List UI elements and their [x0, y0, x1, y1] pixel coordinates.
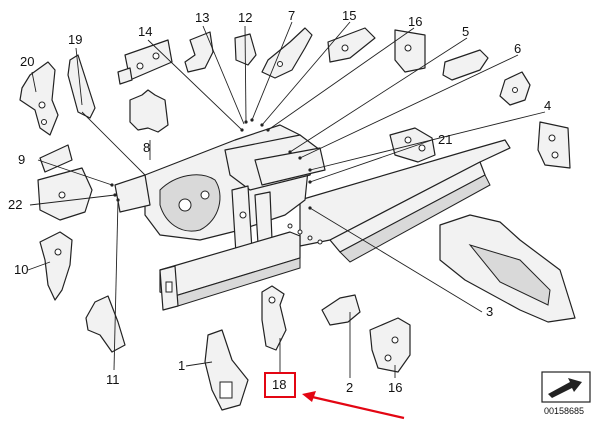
- highlight-arrow-head: [302, 391, 316, 402]
- label-10: 10: [14, 262, 28, 277]
- part-2-bracket: [321, 294, 361, 326]
- label-18: 18: [272, 377, 286, 392]
- label-9: 9: [18, 152, 25, 167]
- label-16-top: 16: [408, 14, 422, 29]
- part-16-bracket-top: [394, 29, 426, 73]
- drawing-code: 00158685: [544, 406, 584, 416]
- part-5-bracket: [442, 49, 489, 81]
- label-3: 3: [486, 304, 493, 319]
- direction-arrow-icon: [541, 371, 591, 403]
- label-13: 13: [195, 10, 209, 25]
- part-7-bracket: [261, 27, 313, 79]
- part-8-bracket: [129, 89, 169, 133]
- part-14-plate: [117, 39, 173, 85]
- part-number-labels: 20 19 14 13 12 7 15 16 5 6 4 21 8 9 22 1…: [8, 8, 551, 395]
- part-18-bracket: [261, 285, 287, 351]
- label-11: 11: [106, 372, 120, 387]
- part-4-plate: [537, 121, 571, 169]
- part-13-bracket: [184, 31, 214, 73]
- part-9-bracket: [39, 144, 73, 173]
- part-11-bracket: [85, 295, 126, 353]
- label-7: 7: [288, 8, 295, 23]
- label-19: 19: [68, 32, 82, 47]
- label-22: 22: [8, 197, 22, 212]
- label-4: 4: [544, 98, 551, 113]
- part-15-plate: [327, 27, 376, 63]
- part-1-bracket: [204, 329, 249, 411]
- part-6-mount: [499, 71, 531, 106]
- label-1: 1: [178, 358, 185, 373]
- part-19-strut: [67, 54, 96, 119]
- highlight-box: [264, 372, 296, 398]
- label-5: 5: [462, 24, 469, 39]
- label-6: 6: [514, 41, 521, 56]
- part-16-bracket-bottom: [369, 317, 411, 373]
- part-20-bracket: [19, 61, 59, 136]
- part-3-panel: [439, 214, 576, 323]
- part-10-mount: [39, 231, 73, 301]
- part-22-bracket: [37, 167, 93, 221]
- front-structure-assembly: [114, 124, 511, 311]
- label-20: 20: [20, 54, 34, 69]
- label-8: 8: [143, 140, 150, 155]
- label-15: 15: [342, 8, 356, 23]
- label-2: 2: [346, 380, 353, 395]
- label-16-bottom: 16: [388, 380, 402, 395]
- highlight-arrow-line: [307, 394, 405, 420]
- leader-lines: [27, 21, 546, 378]
- label-14: 14: [138, 24, 152, 39]
- label-12: 12: [238, 10, 252, 25]
- label-21: 21: [438, 132, 452, 147]
- highlight-callout: [264, 372, 405, 420]
